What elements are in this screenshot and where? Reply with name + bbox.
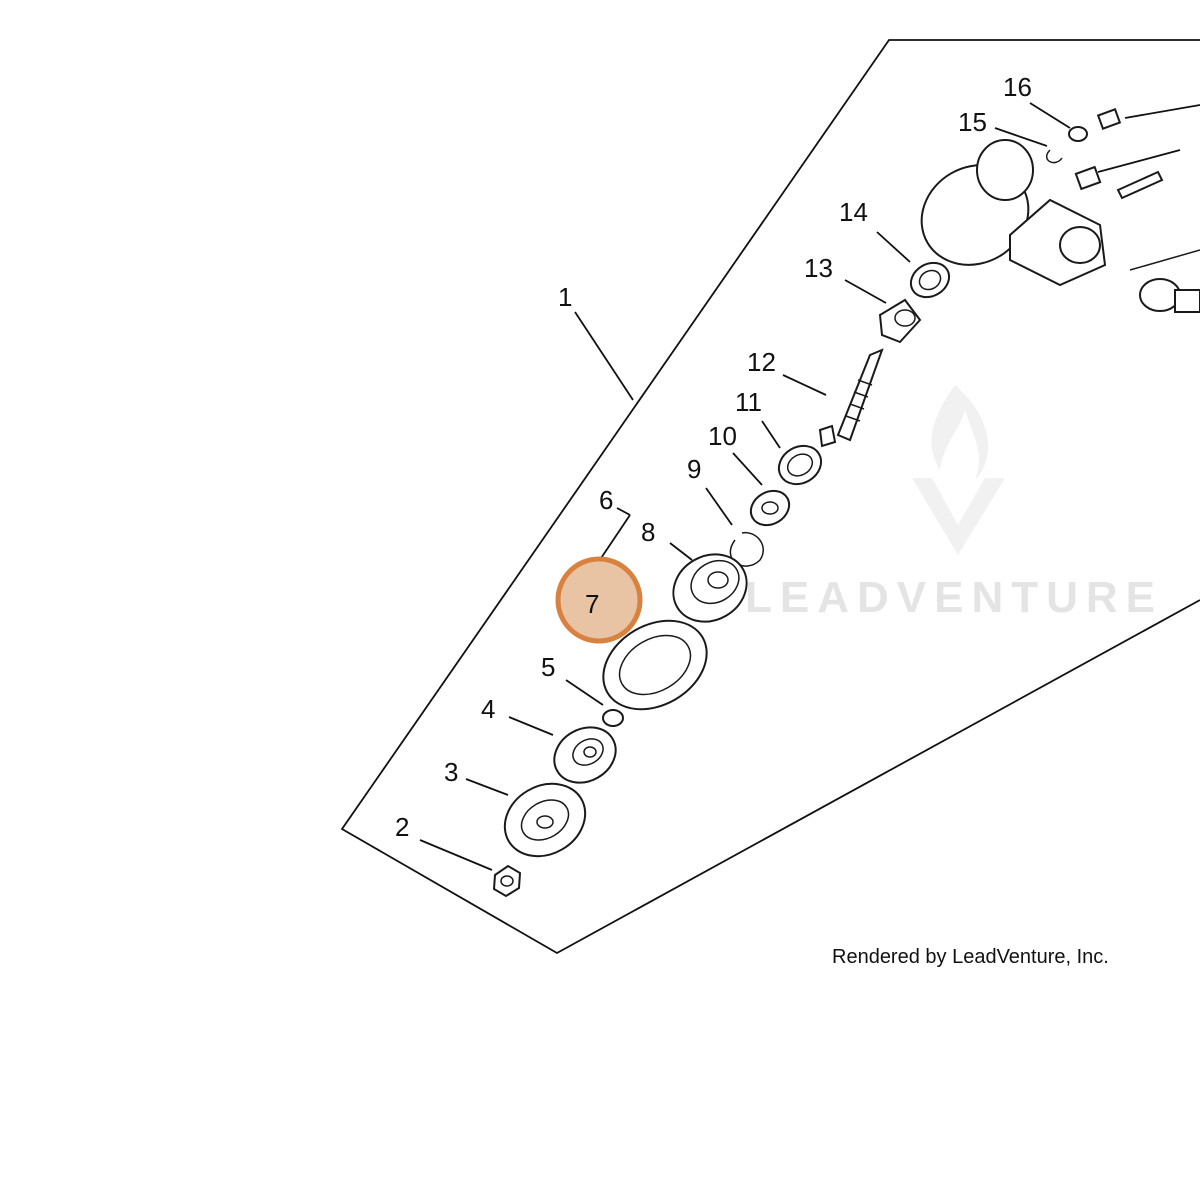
callout-12: 12 — [747, 347, 776, 377]
part-8-cover — [672, 553, 748, 623]
callout-14: 14 — [839, 197, 868, 227]
callout-4: 4 — [481, 694, 495, 724]
callout-8: 8 — [641, 517, 655, 547]
part-11-bearing — [777, 444, 823, 486]
part-10-washer — [749, 489, 791, 527]
watermark-flame-logo — [912, 385, 1005, 555]
callout-6: 6 — [599, 485, 613, 515]
callout-10: 10 — [708, 421, 737, 451]
part-14-bearing — [909, 261, 951, 299]
assembly-outline — [340, 39, 1200, 955]
callout-13: 13 — [804, 253, 833, 283]
part-5-o-ring — [602, 709, 624, 727]
part-2-nut — [492, 864, 522, 898]
callout-9: 9 — [687, 454, 701, 484]
callout-7: 7 — [585, 589, 599, 619]
callout-2: 2 — [395, 812, 409, 842]
part-7-seal — [602, 619, 708, 711]
credit-text: Rendered by LeadVenture, Inc. — [832, 946, 1109, 968]
part-9-snap-ring — [729, 531, 764, 567]
part-3-cup — [503, 782, 587, 858]
highlight-circle — [555, 556, 643, 644]
watermark-text: LEADVENTURE — [745, 573, 1163, 622]
part-12-shaft — [818, 348, 884, 448]
part-4-holder — [553, 726, 617, 784]
gearbox-housing — [920, 139, 1200, 313]
callout-16: 16 — [1003, 72, 1032, 102]
callout-5: 5 — [541, 652, 555, 682]
callout-1: 1 — [558, 282, 572, 312]
callout-15: 15 — [958, 107, 987, 137]
fasteners-top — [1045, 108, 1164, 200]
callout-11: 11 — [735, 387, 762, 417]
callout-3: 3 — [444, 757, 458, 787]
part-13-gear — [878, 298, 922, 344]
